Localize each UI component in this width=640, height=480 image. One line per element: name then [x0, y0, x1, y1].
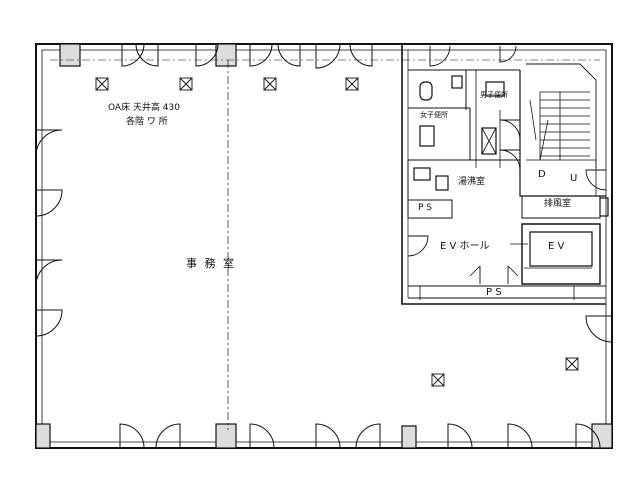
door-swing	[499, 45, 517, 63]
door-swing	[119, 423, 601, 449]
ev-shaft-wall	[521, 223, 601, 285]
toilet-fixture	[419, 81, 433, 101]
exhaust-room-label: 排風室	[544, 199, 572, 209]
stair-down-label: D	[538, 169, 546, 180]
ev-label: E V	[548, 241, 565, 252]
exhaust-room-column	[599, 197, 609, 217]
stair-up-label: U	[570, 173, 578, 184]
door-swing	[35, 129, 63, 337]
ps-bottom-label: P S	[486, 287, 502, 298]
ps-strip	[408, 285, 606, 299]
door-swing	[499, 119, 521, 141]
pantry-label: 湯沸室	[458, 177, 486, 187]
column	[35, 43, 613, 449]
toilet-wall	[408, 69, 520, 161]
pantry-wall	[407, 160, 453, 219]
toilet-fixture	[451, 75, 463, 89]
ev-hall-label: E V ホール	[440, 241, 490, 252]
door-swing	[429, 45, 451, 67]
door-swing	[499, 149, 521, 171]
stair-wall	[526, 63, 597, 168]
ceiling-note-line1: OA床 天井高 430	[108, 103, 180, 113]
toilet-fixture	[481, 127, 497, 155]
toilet-fixture	[485, 81, 505, 97]
stair-landing	[526, 159, 597, 196]
sink-fixture	[413, 167, 431, 181]
door-swing	[479, 266, 509, 284]
door-swing	[121, 43, 373, 69]
office-label: 事 務 室	[186, 257, 236, 270]
core-wall	[401, 44, 606, 305]
toilet-m-label: 男子便所	[480, 91, 508, 99]
diffuser-icon	[95, 77, 579, 387]
toilet-fixture	[419, 125, 435, 147]
door-swing	[407, 235, 429, 257]
door-swing	[585, 315, 613, 343]
ceiling-note-line2: 各階 ワ 所	[126, 117, 168, 127]
stair-wall	[519, 70, 606, 197]
stair-treads	[529, 91, 590, 161]
ev-car	[529, 231, 593, 267]
toilet-f-label: 女子便所	[420, 111, 448, 119]
door-swing	[585, 169, 607, 191]
ps-top-label: P S	[418, 203, 433, 213]
door-swing	[419, 286, 575, 300]
sink-fixture	[435, 175, 449, 191]
